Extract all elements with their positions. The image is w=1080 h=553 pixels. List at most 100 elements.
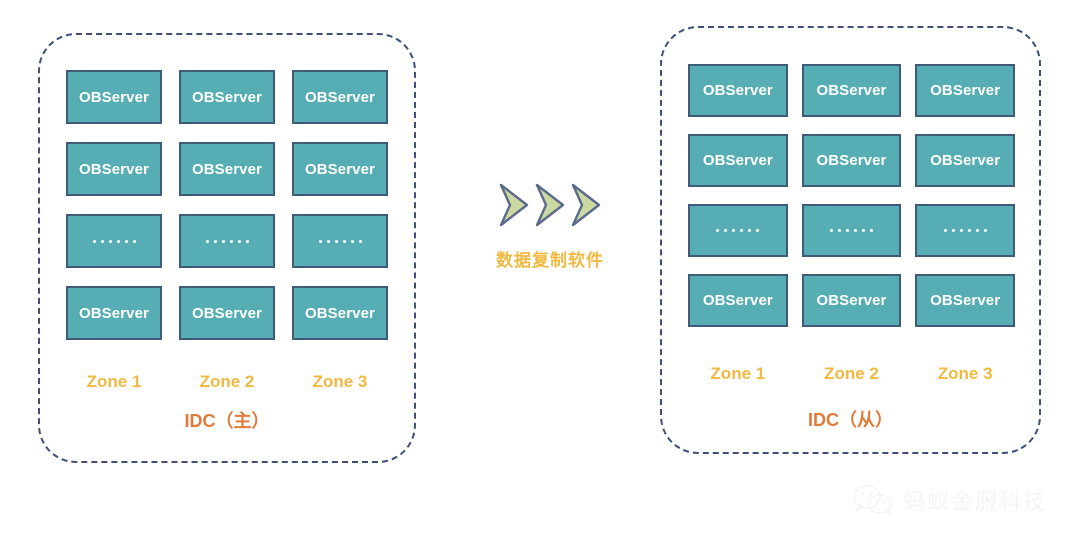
ellipsis-dot [318,239,322,243]
replication-label: 数据复制软件 [496,251,604,270]
ellipsis-dot [326,239,330,243]
observer-node-label: OBServer [78,304,149,322]
observer-node-label: OBServer [78,88,149,106]
ellipsis-dot [724,229,728,232]
ellipsis-dot [756,229,760,232]
observer-node[interactable]: OBServer [66,70,162,124]
ellipsis-dot [983,229,987,232]
observer-node-label: OBServer [816,292,887,309]
ellipsis-dot [975,229,979,232]
ellipsis-dot [237,239,241,243]
ellipsis-dot [108,239,112,243]
ellipsis-dot [334,239,338,243]
idc-caption-standby: IDC（从） [808,410,893,430]
ellipsis-dot [845,229,849,232]
zone-label-row-standby: Zone 1 Zone 2 Zone 3 [688,364,1015,384]
ellipsis-dot [740,229,744,232]
observer-node[interactable]: OBServer [688,134,788,187]
ellipsis-dot [124,239,128,243]
observer-node-label: OBServer [816,82,887,99]
ellipsis-dot [869,229,873,232]
observer-node-ellipsis [915,204,1015,257]
observer-node[interactable]: OBServer [292,142,388,196]
observer-node[interactable]: OBServer [66,286,162,340]
observer-node[interactable]: OBServer [688,64,788,117]
observer-node[interactable]: OBServer [179,142,275,196]
observer-node[interactable]: OBServer [915,274,1015,327]
observer-node[interactable]: OBServer [179,286,275,340]
observer-node-label: OBServer [78,160,149,178]
observer-node-label: OBServer [702,292,773,309]
chevron-right-icon [535,183,565,227]
observer-node[interactable]: OBServer [179,70,275,124]
node-grid-standby: OBServer OBServer OBServer OBServer OBSe… [688,64,1015,327]
chevron-right-icon [571,183,601,227]
ellipsis-dot [350,239,354,243]
observer-node-ellipsis [688,204,788,257]
observer-node-label: OBServer [304,304,375,322]
observer-node[interactable]: OBServer [292,70,388,124]
zone-label-3: Zone 3 [937,364,993,383]
watermark: 蚂蚁金服科技 [852,484,1047,516]
ellipsis-dot [959,229,963,232]
zone-label-1: Zone 1 [710,364,766,383]
observer-node[interactable]: OBServer [915,134,1015,187]
ellipsis-dot [221,239,225,243]
ellipsis-dot [853,229,857,232]
ellipsis-dot [829,229,833,232]
idc-panel-primary [38,33,416,463]
ellipsis-dot [732,229,736,232]
observer-node[interactable]: OBServer [801,64,902,117]
observer-node-label: OBServer [930,82,1001,99]
observer-node[interactable]: OBServer [915,64,1015,117]
zone-label-row-primary: Zone 1 Zone 2 Zone 3 [66,372,388,392]
replication-group: 数据复制软件 [470,180,630,271]
zone-label-1: Zone 1 [86,372,142,391]
ellipsis-dot [716,229,720,232]
observer-node[interactable]: OBServer [688,274,788,327]
observer-node-label: OBServer [816,152,887,169]
observer-node-ellipsis [179,214,275,268]
watermark-text: 蚂蚁金服科技 [903,490,1048,515]
ellipsis-dot [967,229,971,232]
observer-node[interactable]: OBServer [66,142,162,196]
observer-node-ellipsis [66,214,162,268]
ellipsis-dot [116,239,120,243]
wechat-logo-icon [853,485,892,516]
ellipsis-dot [205,239,209,243]
observer-node-label: OBServer [191,88,262,106]
ellipsis-dot [92,239,96,243]
observer-node-ellipsis [801,204,902,257]
ellipsis-dot [229,239,233,243]
observer-node-label: OBServer [702,152,773,169]
idc-panel-standby [660,26,1041,454]
observer-node-label: OBServer [191,160,262,178]
observer-node-label: OBServer [304,88,375,106]
ellipsis-dot [245,239,249,243]
replication-arrows [470,180,630,230]
observer-node[interactable]: OBServer [292,286,388,340]
chevron-right-icon [499,183,529,227]
ellipsis-dot [837,229,841,232]
ellipsis-dot [100,239,104,243]
ellipsis-dot [342,239,346,243]
ellipsis-dot [358,239,362,243]
ellipsis-dot [951,229,955,232]
observer-node[interactable]: OBServer [801,274,902,327]
ellipsis-dot [861,229,865,232]
node-grid-primary: OBServer OBServer OBServer OBServer OBSe… [66,70,388,340]
ellipsis-dot [132,239,136,243]
observer-node-label: OBServer [702,82,773,99]
ellipsis-dot [748,229,752,232]
idc-caption-primary: IDC（主） [184,411,270,431]
zone-label-2: Zone 2 [199,372,255,391]
observer-node-ellipsis [292,214,388,268]
observer-node[interactable]: OBServer [801,134,902,187]
observer-node-label: OBServer [304,160,375,178]
observer-node-label: OBServer [191,304,262,322]
zone-label-2: Zone 2 [824,364,879,383]
observer-node-label: OBServer [930,292,1001,309]
observer-node-label: OBServer [930,152,1001,169]
ellipsis-dot [943,229,947,232]
